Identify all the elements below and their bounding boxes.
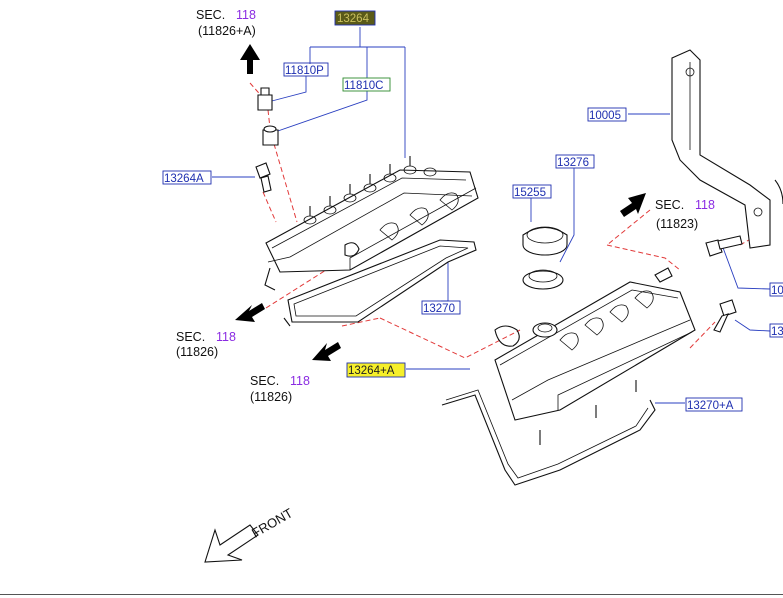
sec-ref-right[interactable]: SEC. 118 (11823) xyxy=(655,198,715,231)
svg-text:13: 13 xyxy=(771,326,783,338)
svg-text:(11826): (11826) xyxy=(250,390,292,404)
leader-lines xyxy=(212,27,771,404)
svg-text:13270: 13270 xyxy=(423,303,455,315)
svg-text:(11826+A): (11826+A) xyxy=(198,24,256,38)
svg-text:118: 118 xyxy=(695,198,715,212)
svg-text:118: 118 xyxy=(290,374,310,388)
svg-text:11810P: 11810P xyxy=(285,65,324,77)
svg-text:118: 118 xyxy=(216,330,236,344)
arrow-down-left-2 xyxy=(312,342,341,361)
right-valve-cover xyxy=(494,267,696,445)
label-13-partial[interactable]: 13 xyxy=(769,323,783,338)
svg-text:13276: 13276 xyxy=(557,157,589,169)
svg-text:15255: 15255 xyxy=(514,187,546,199)
bolt-right-lower xyxy=(713,299,737,333)
pcv-valve xyxy=(257,87,279,146)
arrow-up xyxy=(240,44,260,74)
svg-text:SEC.: SEC. xyxy=(196,8,225,22)
label-13264pa[interactable]: 13264+A xyxy=(346,362,406,378)
label-13264a[interactable]: 13264A xyxy=(162,170,212,185)
svg-text:(11826): (11826) xyxy=(176,345,218,359)
svg-text:118: 118 xyxy=(236,8,256,22)
svg-text:13264+A: 13264+A xyxy=(348,365,395,377)
front-indicator: FRONT xyxy=(204,505,295,563)
svg-text:10005: 10005 xyxy=(589,110,621,122)
svg-text:SEC.: SEC. xyxy=(655,198,684,212)
label-11810c[interactable]: 11810C xyxy=(342,77,391,92)
left-gasket-13270 xyxy=(283,239,477,327)
label-15255[interactable]: 15255 xyxy=(512,184,552,199)
label-10005[interactable]: 10005 xyxy=(587,107,627,122)
arrow-up-right xyxy=(620,193,646,217)
svg-text:SEC.: SEC. xyxy=(250,374,279,388)
bottom-divider xyxy=(0,594,783,595)
sec-ref-left[interactable]: SEC. 118 (11826) xyxy=(176,330,236,359)
svg-text:(11823): (11823) xyxy=(656,217,698,231)
oil-filler-cap xyxy=(522,226,568,290)
bolt-13264a xyxy=(255,162,272,193)
svg-text:SEC.: SEC. xyxy=(176,330,205,344)
bracket-10005 xyxy=(671,49,783,249)
label-10-partial[interactable]: 10 xyxy=(769,282,783,297)
svg-text:13270+A: 13270+A xyxy=(687,400,734,412)
svg-text:11810C: 11810C xyxy=(344,80,383,92)
svg-text:10: 10 xyxy=(771,285,783,297)
label-11810p[interactable]: 11810P xyxy=(283,62,329,77)
left-valve-cover xyxy=(264,156,479,291)
label-13270[interactable]: 13270 xyxy=(421,300,461,315)
label-13276[interactable]: 13276 xyxy=(555,154,595,169)
arrow-down-left-1 xyxy=(235,303,265,322)
right-gasket-13270a xyxy=(441,389,656,486)
svg-text:13264: 13264 xyxy=(337,13,370,25)
bolt-right-upper xyxy=(705,235,743,257)
label-13264[interactable]: 13264 xyxy=(334,10,376,26)
label-13270pa[interactable]: 13270+A xyxy=(685,397,743,412)
svg-text:FRONT: FRONT xyxy=(249,505,295,540)
sec-ref-top[interactable]: SEC. 118 (11826+A) xyxy=(196,8,256,38)
svg-text:13264A: 13264A xyxy=(164,173,204,185)
sec-ref-mid[interactable]: SEC. 118 (11826) xyxy=(250,374,310,404)
